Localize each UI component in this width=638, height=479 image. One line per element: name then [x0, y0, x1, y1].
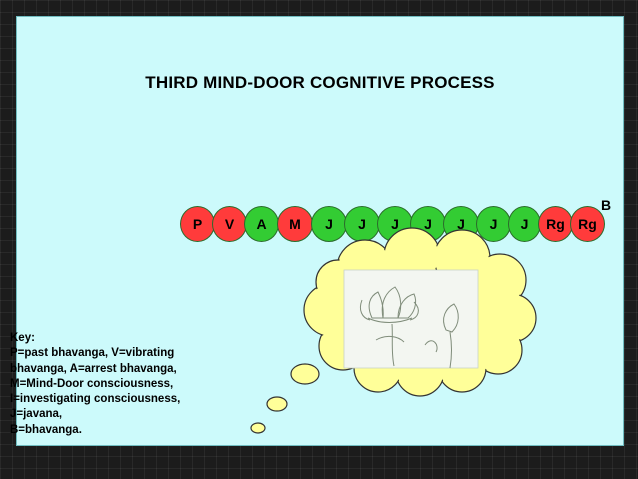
thought-bubble-large	[290, 363, 320, 385]
legend-key: Key: P=past bhavanga, V=vibrating bhavan…	[10, 331, 220, 438]
lotus-sketch-icon	[343, 269, 479, 369]
sequence-cell: Rg	[570, 206, 605, 242]
legend-line: I=investigating consciousness,	[10, 393, 181, 406]
bhavanga-end-label: B	[601, 197, 612, 213]
legend-line: J=javana,	[10, 408, 63, 421]
sequence-cell: Rg	[538, 206, 573, 242]
thought-bubble-small	[250, 422, 266, 434]
sequence-cell: A	[244, 206, 279, 242]
sequence-cell: J	[344, 206, 380, 242]
sequence-cell: M	[277, 206, 313, 242]
sequence-cell: P	[180, 206, 215, 242]
page-title: THIRD MIND-DOOR COGNITIVE PROCESS	[145, 73, 495, 92]
legend-line: B=bhavanga.	[10, 423, 82, 436]
sequence-cell: V	[212, 206, 247, 242]
legend-line: P=past bhavanga, V=vibrating	[10, 347, 175, 360]
legend-heading: Key:	[10, 332, 35, 344]
sequence-cell: J	[311, 206, 347, 242]
legend-line: bhavanga, A=arrest bhavanga,	[10, 362, 177, 375]
legend-line: M=Mind-Door consciousness,	[10, 377, 174, 390]
thought-bubble-medium	[266, 396, 288, 412]
sequence-cell: J	[476, 206, 511, 242]
